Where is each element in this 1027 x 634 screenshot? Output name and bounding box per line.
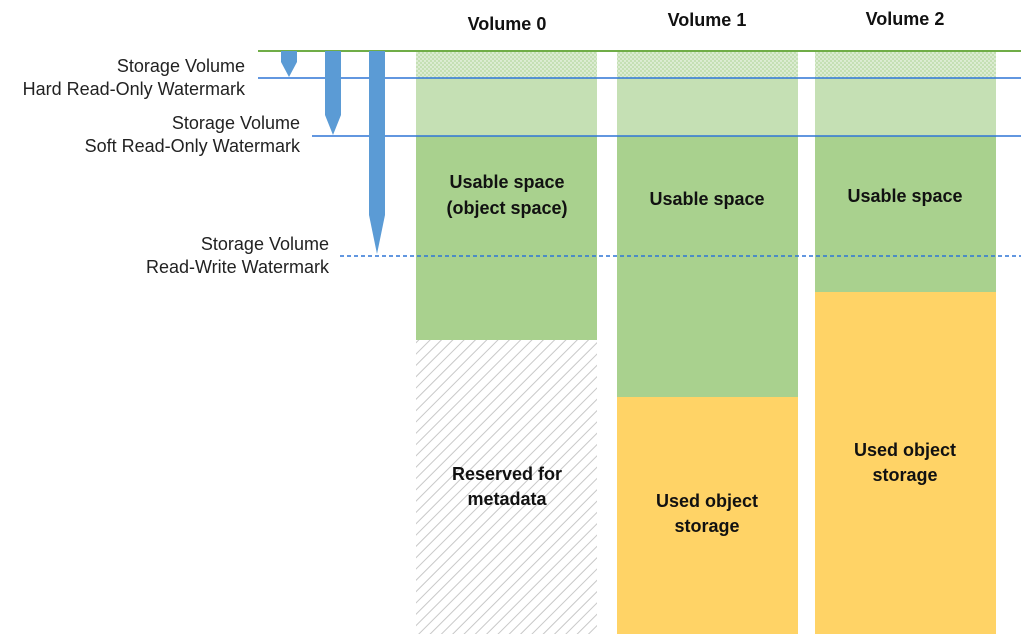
volume-2-used-label-line2: storage — [872, 465, 937, 485]
volume-1-column: Usable space Used object storage — [617, 51, 798, 634]
volume-0-reserved-label-line2: metadata — [467, 489, 547, 509]
volume-1-used-label-line2: storage — [674, 516, 739, 536]
volume-1-soft-zone — [617, 78, 798, 136]
soft-watermark-arrow — [325, 51, 341, 135]
volume-2-hard-zone — [815, 51, 996, 78]
volume-1-used-label-line1: Used object — [656, 491, 758, 511]
volume-0-hard-zone — [416, 51, 597, 78]
volume-1-title: Volume 1 — [668, 10, 747, 30]
volume-2-usable-label: Usable space — [847, 186, 962, 206]
volume-0-reserved-segment — [416, 340, 597, 634]
volume-1-used-segment — [617, 397, 798, 634]
volume-0-reserved-label-line1: Reserved for — [452, 464, 562, 484]
soft-watermark-label-line2: Soft Read-Only Watermark — [85, 136, 301, 156]
volume-0-soft-zone — [416, 78, 597, 136]
hard-watermark-label-line1: Storage Volume — [117, 56, 245, 76]
volume-2-used-label-line1: Used object — [854, 440, 956, 460]
rw-watermark-arrow — [369, 51, 385, 254]
volume-0-title: Volume 0 — [468, 14, 547, 34]
soft-watermark-label-line1: Storage Volume — [172, 113, 300, 133]
volume-2-soft-zone — [815, 78, 996, 136]
volume-1-usable-segment — [617, 136, 798, 397]
volume-0-usable-label-line2: (object space) — [446, 198, 567, 218]
volume-2-usable-segment — [815, 136, 996, 292]
rw-watermark-label-line1: Storage Volume — [201, 234, 329, 254]
volume-1-hard-zone — [617, 51, 798, 78]
volume-2-column: Usable space Used object storage — [815, 51, 996, 634]
volume-0-usable-segment — [416, 136, 597, 340]
hard-watermark-label-line2: Hard Read-Only Watermark — [23, 79, 246, 99]
volume-1-usable-label: Usable space — [649, 189, 764, 209]
volume-2-used-segment — [815, 292, 996, 634]
rw-watermark-label-line2: Read-Write Watermark — [146, 257, 330, 277]
volume-0-column: Usable space (object space) Reserved for… — [416, 51, 597, 634]
volume-0-usable-label-line1: Usable space — [449, 172, 564, 192]
hard-watermark-arrow — [281, 51, 297, 77]
volume-2-title: Volume 2 — [866, 9, 945, 29]
